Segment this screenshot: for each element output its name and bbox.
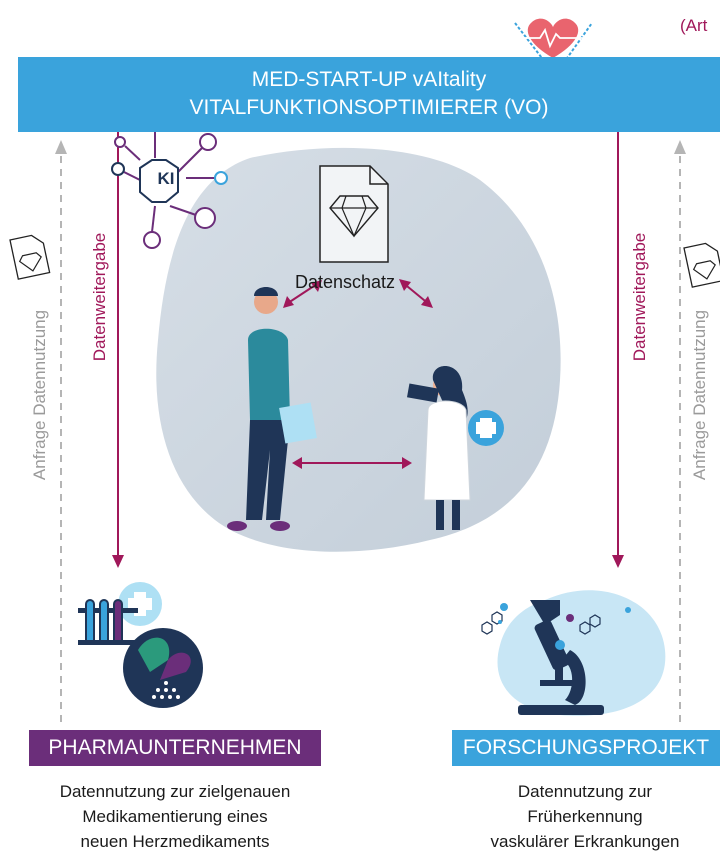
ki-network-icon <box>111 113 228 249</box>
article-reference: (Art <box>680 16 708 35</box>
datenschatz-label: Datenschatz <box>294 272 396 292</box>
patient-doctor-arrow <box>292 457 412 469</box>
research-desc-line: Früherkennung <box>527 807 643 826</box>
datenschatz-to-patient-arrow <box>283 280 322 308</box>
ki-label: KI <box>157 169 175 188</box>
research-description: Datennutzung zur Früherkennung vaskuläre… <box>440 779 720 854</box>
left-request-label: Anfrage Datennutzung <box>30 309 49 481</box>
right-data-transfer-label: Datenweitergabe <box>630 232 649 362</box>
banner-title: MED-START-UP vAItality <box>251 68 487 91</box>
patient-figure <box>227 287 317 531</box>
research-desc-line: vaskulärer Erkrankungen <box>490 832 680 851</box>
banner-subtitle: VITALFUNKTIONSOPTIMIERER (VO) <box>189 96 549 119</box>
right-diamond-document-icon <box>683 242 720 288</box>
datenschatz-to-doctor-arrow <box>399 279 433 308</box>
pharma-description: Datennutzung zur zielgenauen Medikamenti… <box>20 779 330 854</box>
left-data-transfer-label: Datenweitergabe <box>90 232 109 362</box>
pharma-desc-line: Medikamentierung eines <box>82 807 268 826</box>
pharma-title-box: PHARMAUNTERNEHMEN <box>29 730 321 766</box>
research-desc-line: Datennutzung zur <box>517 782 653 801</box>
research-title-box: FORSCHUNGSPROJEKT <box>452 730 720 766</box>
pharma-desc-line: Datennutzung zur zielgenauen <box>59 782 291 801</box>
pharma-desc-line: neuen Herzmedikaments <box>80 832 270 851</box>
research-illustration <box>481 590 666 716</box>
datenschatz-document-icon <box>319 165 389 263</box>
doctor-figure <box>407 366 504 530</box>
pharma-illustration <box>78 582 203 708</box>
startup-banner: MED-START-UP vAItality VITALFUNKTIONSOPT… <box>18 57 720 132</box>
left-diamond-document-icon <box>9 234 51 280</box>
right-request-label: Anfrage Datennutzung <box>690 309 709 481</box>
